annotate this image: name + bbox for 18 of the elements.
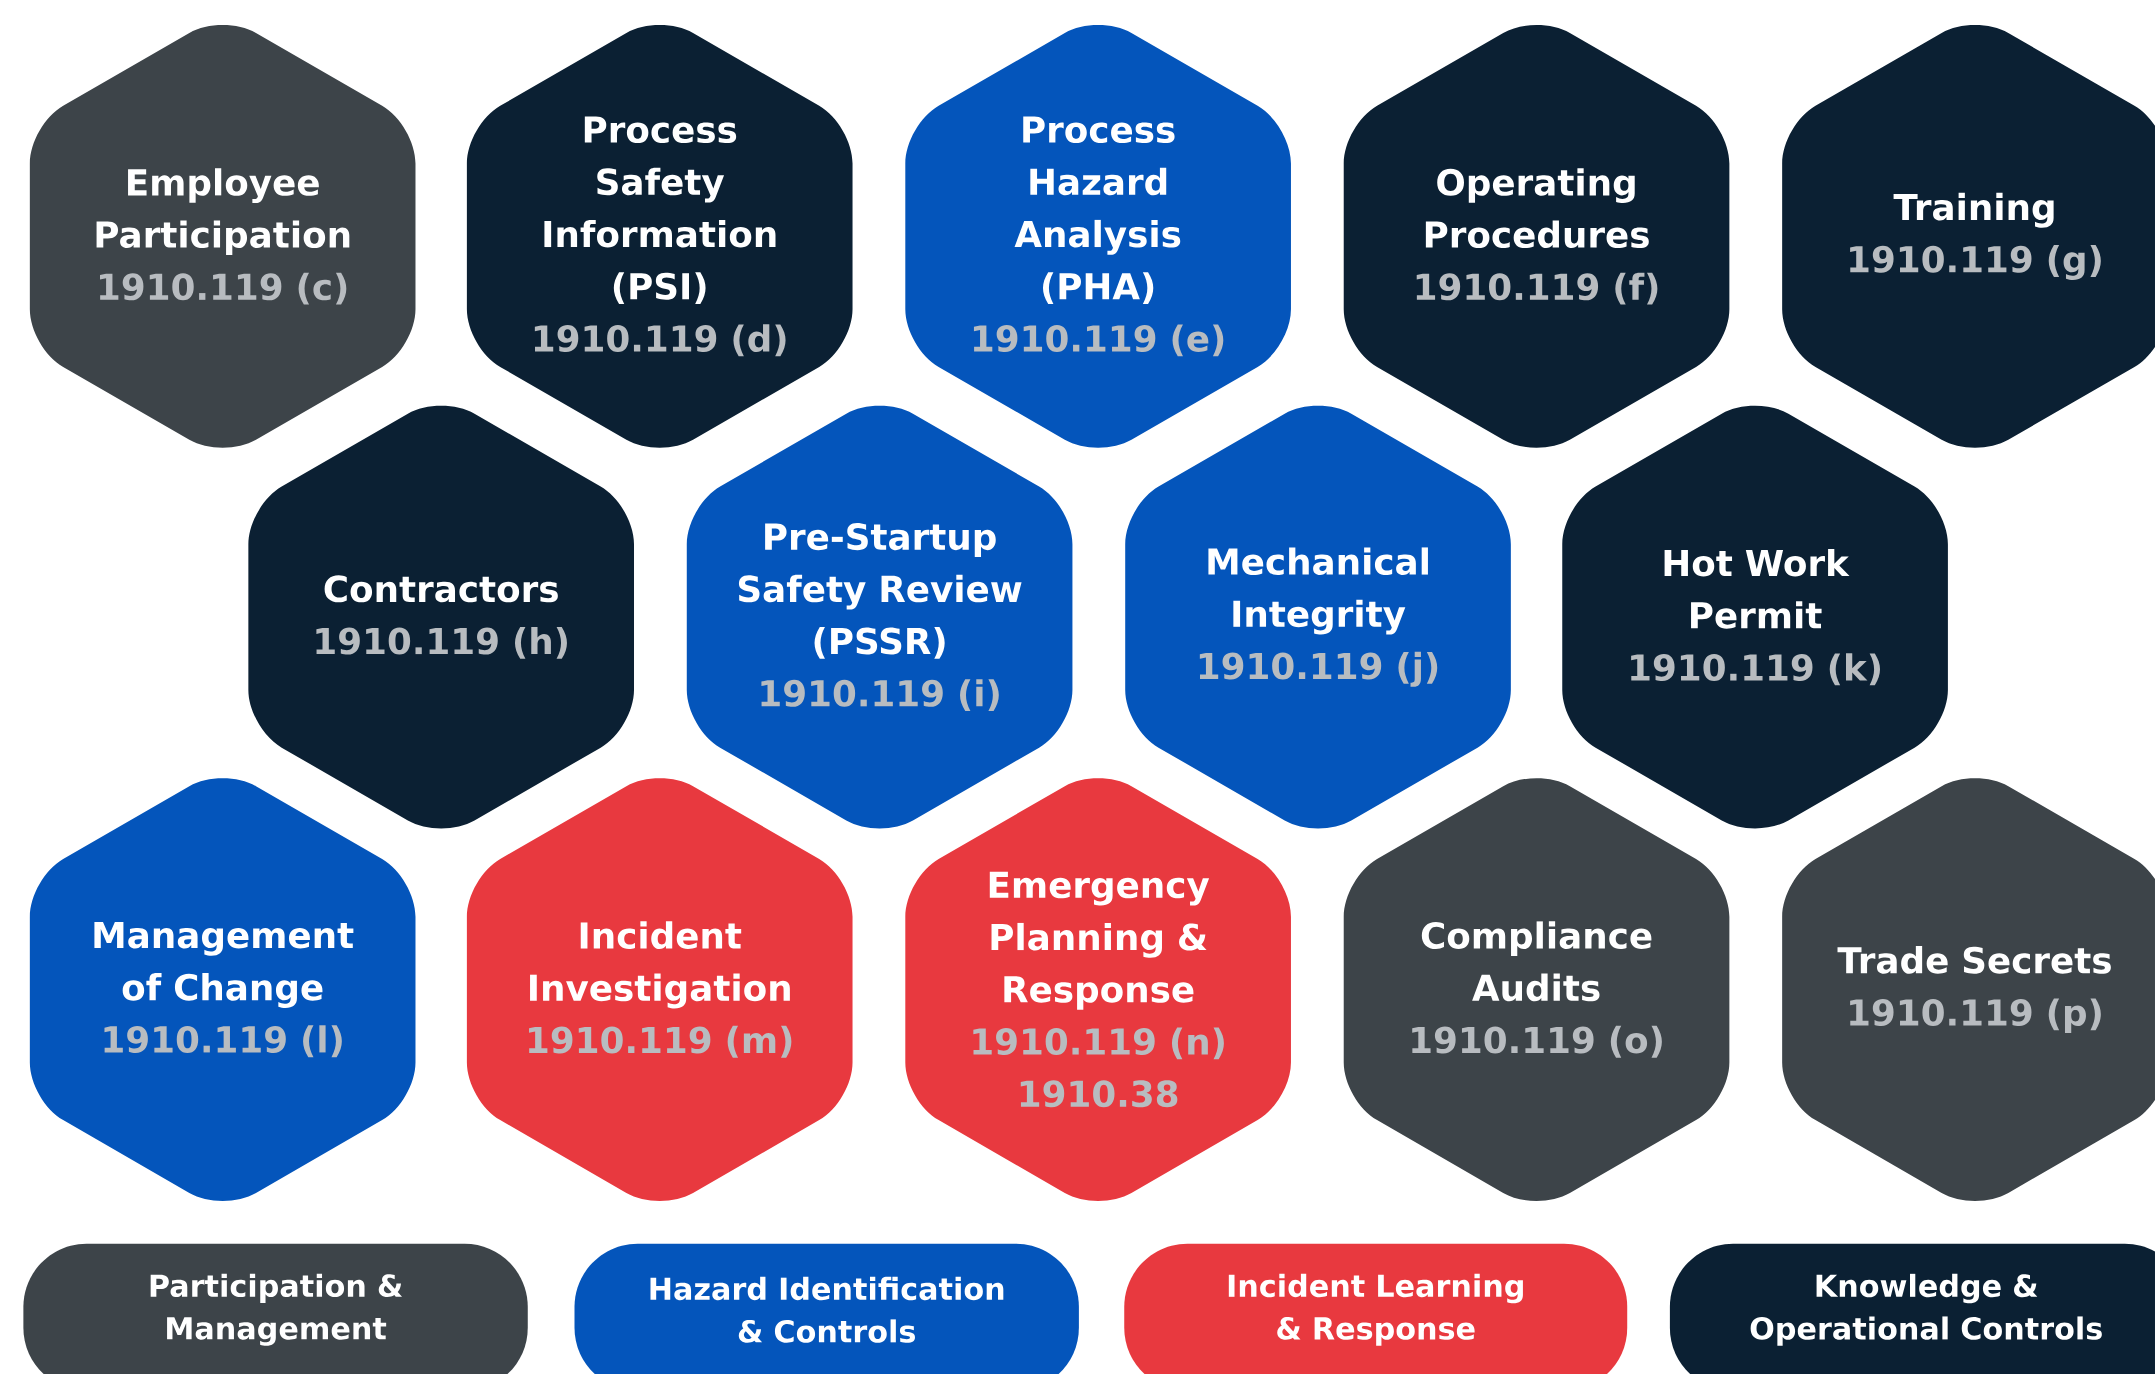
legend-key: Hazard Identification & Controls bbox=[574, 1243, 1079, 1374]
hexagon: Process Safety Information (PSI) 1910.119 (d) bbox=[466, 24, 853, 448]
hexagon: Process Hazard Analysis (PHA) 1910.119 (e) bbox=[905, 24, 1291, 448]
hexagon: Employee Participation 1910.119 (c) bbox=[29, 24, 416, 448]
legend-key: Participation & Management bbox=[23, 1243, 528, 1374]
hexagon: Management of Change 1910.119 (l) bbox=[29, 778, 416, 1201]
hexagon: Emergency Planning & Response 1910.119 (n) 1910.38 bbox=[905, 778, 1291, 1201]
hexagon: Contractors 1910.119 (h) bbox=[248, 405, 634, 829]
hexagon: Pre-Startup Safety Review (PSSR) 1910.119 (i) bbox=[686, 405, 1073, 829]
hexagon: Training 1910.119 (g) bbox=[1782, 24, 2155, 448]
hexagon: Operating Procedures 1910.119 (f) bbox=[1343, 24, 1730, 448]
legend-key: Incident Learning & Response bbox=[1124, 1243, 1628, 1374]
hexagon: Compliance Audits 1910.119 (o) bbox=[1343, 778, 1730, 1201]
hexagon: Incident Investigation 1910.119 (m) bbox=[466, 778, 853, 1201]
legend-key: Knowledge & Operational Controls bbox=[1669, 1243, 2155, 1374]
hexagon: Hot Work Permit 1910.119 (k) bbox=[1562, 405, 1948, 829]
hexagon: Mechanical Integrity 1910.119 (j) bbox=[1125, 405, 1511, 829]
hexagon: Trade Secrets 1910.119 (p) bbox=[1782, 778, 2155, 1201]
